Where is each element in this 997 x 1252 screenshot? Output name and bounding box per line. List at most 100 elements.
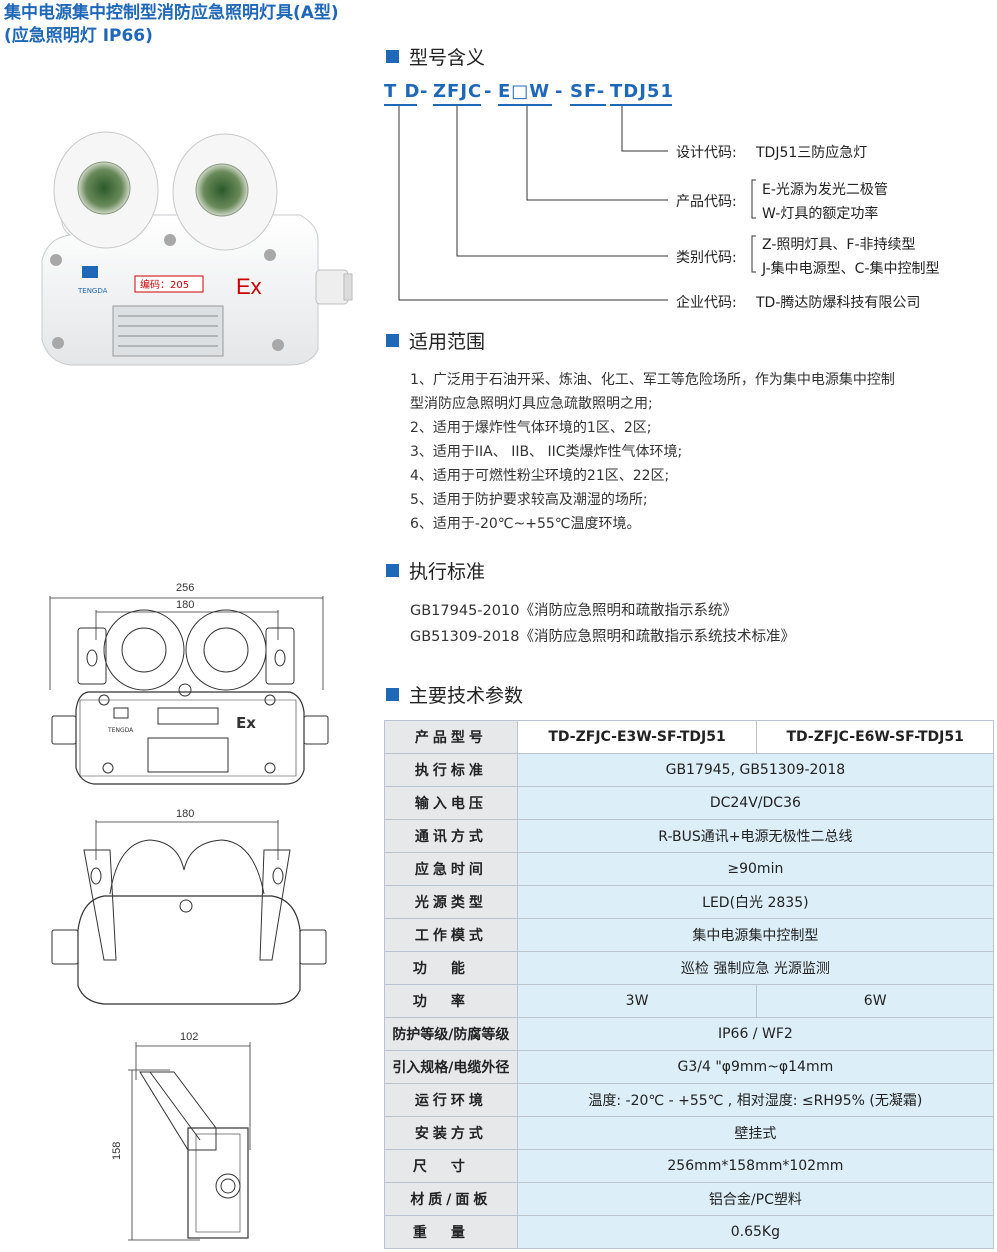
product-photo: TENGDA 编码：205 Ex <box>41 131 353 366</box>
section-scope-title: 适用范围 <box>409 330 486 353</box>
table-value: 6W <box>756 984 994 1018</box>
table-label: 输入电压 <box>384 786 518 820</box>
list-item: 3、适用于IIA、 IIB、 IIC类爆炸性气体环境; <box>410 444 683 460</box>
square-bullet-icon <box>386 333 399 347</box>
table-row: 产品型号 TD-ZFJC-E3W-SF-TDJ51 TD-ZFJC-E6W-SF… <box>384 720 994 754</box>
table-label: 光源类型 <box>384 885 518 919</box>
table-label: 重量 <box>384 1215 518 1249</box>
table-label: 功能 <box>384 951 518 985</box>
dim-256: 256 <box>176 582 194 594</box>
product-code-value-2: W-灯具的额定功率 <box>762 206 879 222</box>
table-value: 0.65Kg <box>516 1215 995 1249</box>
tree-line-company <box>398 106 668 301</box>
code-underline <box>384 104 417 106</box>
photo-screw <box>164 234 176 246</box>
photo-screw <box>272 339 284 351</box>
tree-bracket-product <box>751 179 756 219</box>
square-bullet-icon <box>386 687 399 701</box>
tree-line-design <box>621 106 668 152</box>
photo-code-label: 编码：205 <box>140 278 189 291</box>
photo-nameplate <box>112 305 224 357</box>
table-value: ≥90min <box>516 852 995 886</box>
section-model: 型号含义 <box>386 42 485 70</box>
table-row: 应急时间≥90min <box>384 852 995 886</box>
photo-lens-right <box>195 163 249 217</box>
product-code-label: 产品代码: <box>676 194 737 210</box>
dim-102: 102 <box>180 1031 198 1043</box>
table-value: 铝合金/PC塑料 <box>516 1182 995 1216</box>
list-item: 6、适用于-20℃~+55℃温度环境。 <box>410 516 641 532</box>
table-row: 功能巡检 强制应急 光源监测 <box>384 951 995 985</box>
table-label: 通讯方式 <box>384 819 518 853</box>
drawing-side-view <box>128 1042 251 1241</box>
tree-bracket-category <box>751 235 756 273</box>
code-underline <box>433 104 481 106</box>
code-underline <box>498 104 552 106</box>
table-row: 材质/面板铝合金/PC塑料 <box>384 1182 995 1216</box>
table-value: 256mm*158mm*102mm <box>516 1149 995 1183</box>
photo-screw <box>50 254 62 266</box>
dim-180-top: 180 <box>176 599 194 611</box>
table-value: R-BUS通讯+电源无极性二总线 <box>516 819 995 853</box>
table-value: GB17945, GB51309-2018 <box>516 753 995 787</box>
design-code-label: 设计代码: <box>676 145 737 161</box>
dim-180-bottom: 180 <box>176 808 194 820</box>
square-bullet-icon <box>386 563 399 577</box>
code-underline <box>570 104 606 106</box>
table-value: TD-ZFJC-E6W-SF-TDJ51 <box>756 720 994 754</box>
drawing-brand: TENGDA <box>107 727 134 734</box>
scope-list: 1、广泛用于石油开采、炼油、化工、军工等危险场所，作为集中电源集中控制 型消防应… <box>410 368 997 536</box>
table-row: 运行环境温度: -20℃ - +55℃ , 相对湿度: ≤RH95% (无凝霜) <box>384 1083 995 1117</box>
photo-screw <box>52 337 64 349</box>
photo-lens-left <box>77 161 131 215</box>
company-code-label: 企业代码: <box>676 295 737 311</box>
table-label: 尺寸 <box>384 1149 518 1183</box>
table-row: 安装方式壁挂式 <box>384 1116 995 1150</box>
table-value: DC24V/DC36 <box>516 786 995 820</box>
table-value: TD-ZFJC-E3W-SF-TDJ51 <box>516 720 758 754</box>
photo-conduit <box>315 269 349 305</box>
photo-ex-mark: Ex <box>236 274 262 299</box>
drawing-logo: TENGDA <box>107 707 134 734</box>
code-zfjc: ZFJC <box>433 81 483 102</box>
table-label: 产品型号 <box>384 720 518 754</box>
standard-item: GB51309-2018《消防应急照明和疏散指示系统技术标准》 <box>410 629 795 645</box>
section-standard-title: 执行标准 <box>409 560 486 583</box>
params-table: 产品型号 TD-ZFJC-E3W-SF-TDJ51 TD-ZFJC-E6W-SF… <box>384 720 995 1249</box>
product-code-value-1: E-光源为发光二极管 <box>762 182 888 198</box>
table-label: 执行标准 <box>384 753 518 787</box>
table-label: 防护等级/防腐等级 <box>384 1017 518 1051</box>
table-value: G3/4 "φ9mm~φ14mm <box>516 1050 995 1084</box>
product-illustrations: TENGDA 编码：205 Ex <box>41 131 353 1241</box>
dim-158: 158 <box>111 1142 123 1160</box>
table-value: 巡检 强制应急 光源监测 <box>516 951 995 985</box>
section-scope: 适用范围 <box>386 326 485 354</box>
table-value: 3W <box>516 984 758 1018</box>
list-item: 1、广泛用于石油开采、炼油、化工、军工等危险场所，作为集中电源集中控制 <box>410 372 895 388</box>
table-value: 温度: -20℃ - +55℃ , 相对湿度: ≤RH95% (无凝霜) <box>516 1083 995 1117</box>
drawing-back-view <box>51 820 327 1005</box>
table-value: IP66 / WF2 <box>516 1017 995 1051</box>
photo-code-plate <box>134 275 204 293</box>
drawing-front-view <box>49 596 329 785</box>
design-code-value: TDJ51三防应急灯 <box>756 145 868 161</box>
category-code-value-2: J-集中电源型、C-集中控制型 <box>762 261 940 277</box>
list-item: 5、适用于防护要求较高及潮湿的场所; <box>410 492 648 508</box>
table-value: 集中电源集中控制型 <box>516 918 995 952</box>
page-subtitle: (应急照明灯 IP66) <box>4 26 153 46</box>
company-code-value: TD-腾达防爆科技有限公司 <box>756 295 921 311</box>
drawing-ex-mark: Ex <box>236 714 256 732</box>
section-model-title: 型号含义 <box>409 46 486 69</box>
table-value: 壁挂式 <box>516 1116 995 1150</box>
table-label: 工作模式 <box>384 918 518 952</box>
photo-brand: TENGDA <box>77 287 108 295</box>
table-label: 引入规格/电缆外径 <box>384 1050 518 1084</box>
photo-conduit-cap <box>343 273 353 301</box>
